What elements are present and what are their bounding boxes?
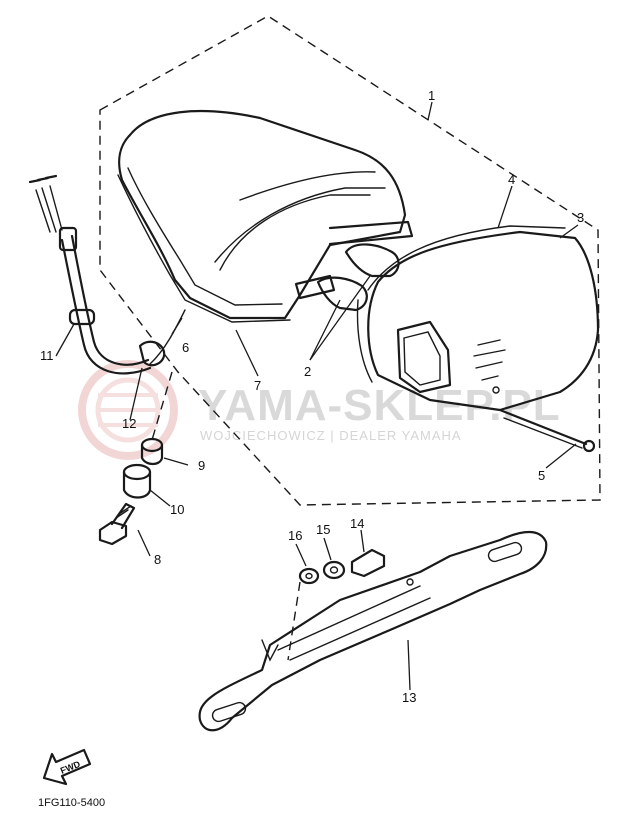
screw-5 [498,408,596,453]
watermark-subtitle: WOJCIECHOWICZ | DEALER YAMAHA [200,428,462,443]
guide-line-16 [287,581,301,661]
callout-9: 9 [198,458,205,473]
callout-3: 3 [577,210,584,225]
callout-16: 16 [288,528,302,543]
washer-15 [322,560,346,580]
license-bracket [198,530,548,732]
collar-9 [140,437,164,466]
guide-line-12 [151,371,173,441]
fwd-arrow: FWD [42,748,92,786]
damper-10 [122,463,152,499]
callout-8: 8 [154,552,161,567]
callout-7: 7 [254,378,261,393]
callout-6: 6 [182,340,189,355]
bolt-8 [98,502,136,546]
callout-14: 14 [350,516,364,531]
callout-10: 10 [170,502,184,517]
washer-16 [298,567,320,585]
callout-15: 15 [316,522,330,537]
screw-14 [350,548,386,578]
tail-light-housing [117,109,414,323]
callout-5: 5 [538,468,545,483]
grommet-12 [138,340,166,367]
wire-harness [28,174,186,375]
callout-1: 1 [428,88,435,103]
callout-2: 2 [304,364,311,379]
assembly-boundary-dashed [99,15,601,506]
callout-13: 13 [402,690,416,705]
callout-12: 12 [122,416,136,431]
callout-4: 4 [508,172,515,187]
bulbs [316,243,400,312]
watermark-title: YAMA-SKLEP.PL [198,381,561,430]
callout-11: 11 [40,348,54,363]
drawing-code: 1FG110-5400 [38,797,105,809]
leader-lines [55,101,579,691]
